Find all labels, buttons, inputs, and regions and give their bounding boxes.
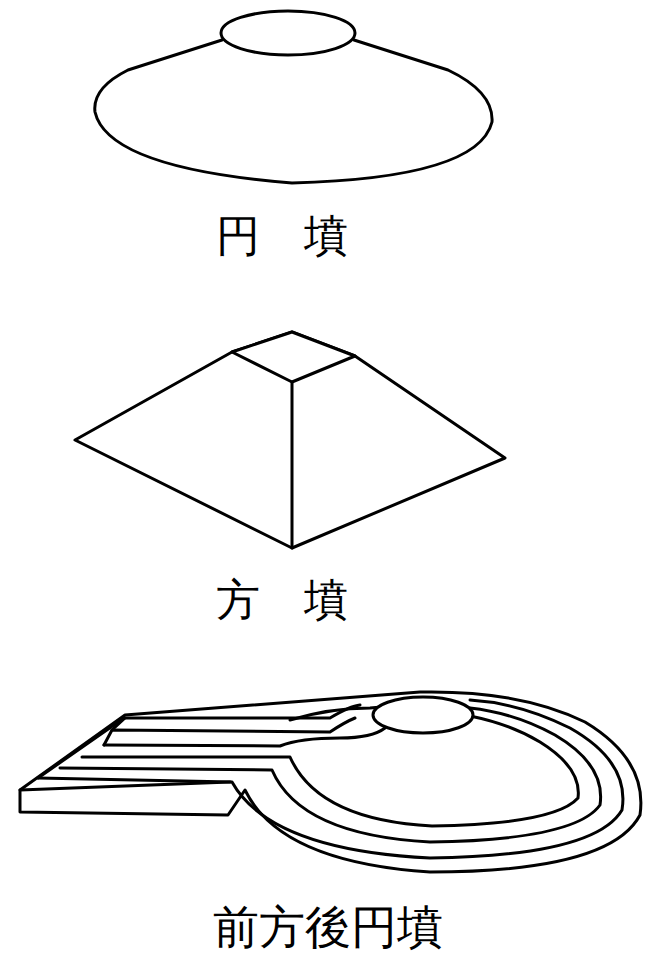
round-mound: [95, 11, 492, 183]
figure-label: 前方後円墳: [213, 904, 443, 950]
keyhole-mound: [20, 692, 641, 872]
square-mound: [75, 332, 505, 548]
figure-label: 円 墳: [216, 214, 348, 258]
figure-label: 方 墳: [216, 578, 348, 622]
